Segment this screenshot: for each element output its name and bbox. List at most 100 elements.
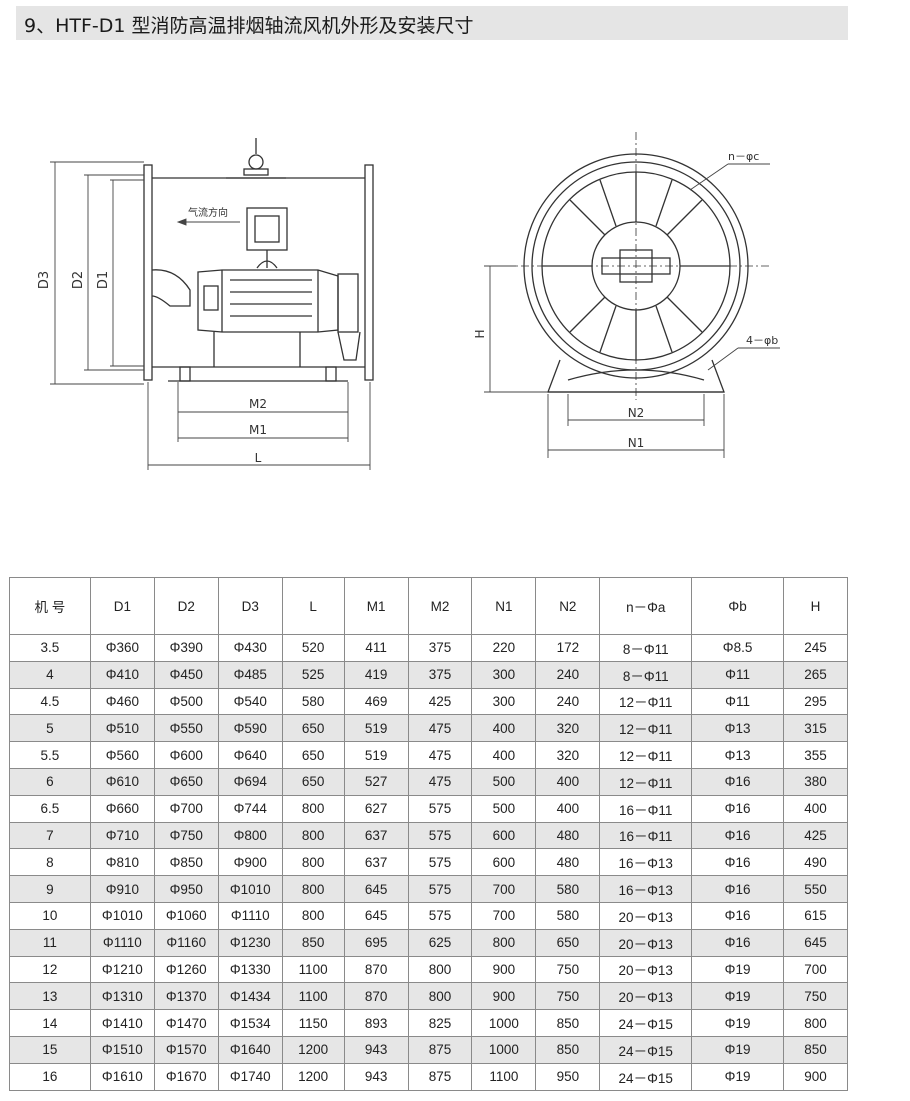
cell-m2: 800	[407, 955, 473, 984]
cell-phi-b: Φ16	[691, 821, 784, 850]
cell-l: 650	[281, 741, 345, 769]
cell-m1: 645	[343, 875, 409, 903]
cell-h: 850	[783, 1035, 848, 1064]
cell-n2: 650	[535, 928, 601, 957]
cell-h: 355	[783, 741, 848, 769]
cell-n1: 600	[471, 821, 537, 850]
cell-model-no: 4.5	[9, 687, 91, 716]
cell-n1: 300	[471, 660, 537, 689]
label-d3: D3	[37, 271, 52, 289]
cell-model-no: 14	[9, 1009, 91, 1037]
cell-n-phi-a: 20－Φ13	[599, 982, 693, 1011]
cell-m2: 575	[407, 821, 473, 850]
cell-d3: Φ590	[217, 714, 283, 743]
cell-n1: 500	[471, 767, 537, 796]
cell-d3: Φ1640	[217, 1035, 283, 1064]
cell-phi-b: Φ19	[691, 955, 784, 984]
cell-phi-b: Φ19	[691, 1062, 784, 1091]
cell-m2: 875	[407, 1062, 473, 1091]
cell-h: 245	[783, 634, 848, 662]
cell-l: 850	[281, 928, 345, 957]
cell-m2: 475	[407, 714, 473, 743]
title-bar: 9、HTF-D1 型消防高温排烟轴流风机外形及安装尺寸	[16, 6, 848, 40]
cell-d2: Φ1470	[153, 1009, 219, 1037]
cell-phi-b: Φ19	[691, 1009, 784, 1037]
cell-n2: 172	[535, 634, 601, 662]
dimension-table: 机 号 D1 D2 D3 L M1 M2 N1 N2 n－Φa Φb H 3.5…	[9, 577, 848, 1091]
cell-n1: 800	[471, 928, 537, 957]
label-m2: M2	[249, 397, 267, 411]
cell-m1: 469	[343, 687, 409, 716]
cell-m2: 625	[407, 928, 473, 957]
cell-h: 295	[783, 687, 848, 716]
cell-m1: 870	[343, 955, 409, 984]
cell-n-phi-a: 24－Φ15	[599, 1035, 693, 1064]
cell-n1: 1000	[471, 1009, 537, 1037]
cell-phi-b: Φ19	[691, 982, 784, 1011]
header-d2: D2	[153, 577, 219, 635]
cell-h: 900	[783, 1062, 848, 1091]
cell-d2: Φ1670	[153, 1062, 219, 1091]
cell-d3: Φ540	[217, 687, 283, 716]
cell-n-phi-a: 16－Φ13	[599, 875, 693, 903]
cell-l: 800	[281, 901, 345, 930]
header-n1: N1	[471, 577, 537, 635]
cell-n-phi-a: 12－Φ11	[599, 714, 693, 743]
cell-m1: 695	[343, 928, 409, 957]
cell-phi-b: Φ16	[691, 928, 784, 957]
cell-d1: Φ1410	[89, 1009, 155, 1037]
header-m1: M1	[343, 577, 409, 635]
cell-d1: Φ460	[89, 687, 155, 716]
cell-n1: 400	[471, 741, 537, 769]
cell-model-no: 5.5	[9, 741, 91, 769]
cell-d1: Φ610	[89, 767, 155, 796]
cell-d1: Φ1010	[89, 901, 155, 930]
cell-d3: Φ694	[217, 767, 283, 796]
cell-phi-b: Φ11	[691, 660, 784, 689]
cell-n2: 480	[535, 821, 601, 850]
cell-m2: 800	[407, 982, 473, 1011]
cell-d1: Φ910	[89, 875, 155, 903]
cell-phi-b: Φ16	[691, 901, 784, 930]
cell-m1: 893	[343, 1009, 409, 1037]
cell-n1: 500	[471, 794, 537, 823]
cell-m1: 519	[343, 741, 409, 769]
cell-n-phi-a: 12－Φ11	[599, 687, 693, 716]
cell-h: 315	[783, 714, 848, 743]
cell-n2: 750	[535, 955, 601, 984]
cell-model-no: 6	[9, 767, 91, 796]
cell-d3: Φ1010	[217, 875, 283, 903]
cell-phi-b: Φ16	[691, 848, 784, 877]
label-m1: M1	[249, 423, 267, 437]
cell-model-no: 9	[9, 875, 91, 903]
cell-n-phi-a: 20－Φ13	[599, 901, 693, 930]
cell-h: 400	[783, 794, 848, 823]
front-view	[505, 132, 770, 400]
header-h: H	[783, 577, 848, 635]
cell-model-no: 6.5	[9, 794, 91, 823]
cell-m1: 637	[343, 848, 409, 877]
label-4-phi-b: 4－φb	[746, 334, 778, 347]
cell-l: 1200	[281, 1062, 345, 1091]
cell-phi-b: Φ13	[691, 714, 784, 743]
cell-n2: 850	[535, 1035, 601, 1064]
cell-phi-b: Φ16	[691, 794, 784, 823]
cell-d3: Φ430	[217, 634, 283, 662]
fan-installation-drawing: D3 D2 D1 气流方向 M2 M1 L	[37, 132, 780, 470]
cell-m1: 411	[343, 634, 409, 662]
cell-d2: Φ500	[153, 687, 219, 716]
cell-m2: 425	[407, 687, 473, 716]
page-title: 9、HTF-D1 型消防高温排烟轴流风机外形及安装尺寸	[24, 15, 474, 37]
cell-model-no: 3.5	[9, 634, 91, 662]
cell-l: 800	[281, 848, 345, 877]
